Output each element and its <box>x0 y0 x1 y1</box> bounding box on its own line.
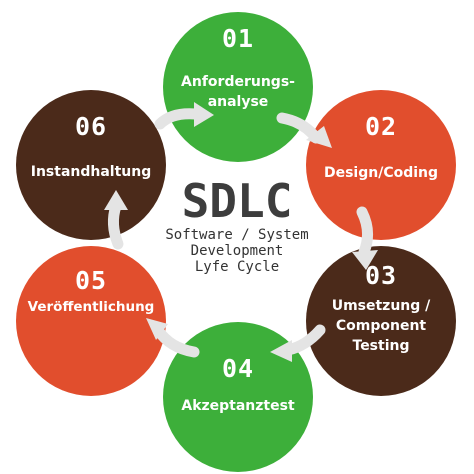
phase-06-circle: 06 Instandhaltung <box>16 90 166 240</box>
phase-02-number: 02 <box>364 112 398 141</box>
diagram-subtitle: Software / System Development Lyfe Cycle <box>165 227 309 275</box>
phase-01-label: Anforderungs- analyse <box>181 74 295 110</box>
phase-02-circle: 02 Design/Coding <box>306 90 456 240</box>
phase-02-label: Design/Coding <box>323 165 439 181</box>
phase-06-label: Instandhaltung <box>30 164 152 180</box>
phase-04-label: Akzeptanztest <box>181 398 295 414</box>
arrowhead-05-to-06 <box>104 190 128 210</box>
arrow-02-to-03 <box>356 206 373 258</box>
phase-01-circle: 01 Anforderungs- analyse <box>163 12 313 162</box>
phase-05-label: Veröffentlichung <box>27 299 155 315</box>
phase-04-number: 04 <box>221 354 255 383</box>
phase-03-label: Umsetzung / Component Testing <box>331 298 431 354</box>
center-label: SDLC Software / System Development Lyfe … <box>137 175 337 275</box>
arrow-01-to-02 <box>276 112 322 144</box>
arrowhead-03-to-04 <box>270 340 292 362</box>
phase-03-number: 03 <box>364 261 398 290</box>
phase-06-number: 06 <box>74 112 108 141</box>
arrowhead-01-to-02 <box>306 126 332 148</box>
arrowhead-06-to-01 <box>194 102 214 127</box>
diagram-title: SDLC <box>181 174 293 228</box>
arrow-05-to-06 <box>107 200 124 250</box>
arrow-04-to-05 <box>152 324 200 358</box>
phase-05-circle: 05 Veröffentlichung <box>16 246 166 396</box>
phase-05-number: 05 <box>74 266 108 295</box>
phase-03-circle: 03 Umsetzung / Component Testing <box>306 246 456 396</box>
arrowhead-04-to-05 <box>146 318 168 340</box>
arrow-03-to-04 <box>282 324 326 356</box>
arrow-06-to-01 <box>154 108 202 130</box>
phase-01-number: 01 <box>221 24 255 53</box>
arrowhead-02-to-03 <box>352 250 378 270</box>
